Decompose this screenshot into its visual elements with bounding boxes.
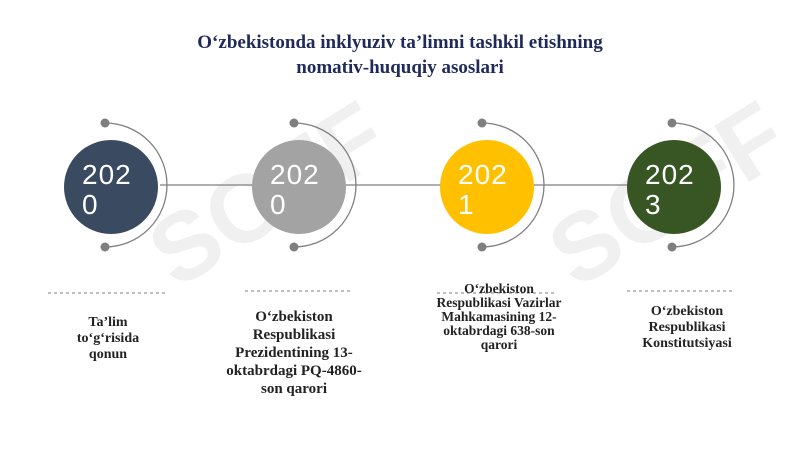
year-label-1: 2020 — [82, 159, 132, 220]
arc-2 — [293, 122, 357, 248]
arc-dot-1b — [100, 242, 110, 252]
milestone-text-4: O‘zbekiston Respublikasi Konstitutsiyasi — [642, 304, 732, 351]
milestone-text-3: O‘zbekiston Respublikasi Vazirlar Mahkam… — [436, 281, 562, 352]
year-circle-3: 2021 — [440, 140, 534, 234]
year-label-3: 2021 — [458, 159, 508, 220]
arc-4 — [671, 122, 735, 248]
page-title-line1: O‘zbekistonda inklyuziv ta’limni tashkil… — [197, 32, 603, 53]
arc-dot-4b — [667, 242, 677, 252]
arc-dot-2a — [289, 118, 299, 128]
year-label-2: 2020 — [270, 159, 320, 220]
arc-dot-4a — [667, 118, 677, 128]
arc-dot-2b — [289, 242, 299, 252]
arc-1 — [104, 122, 168, 248]
milestone-text-1: Ta’lim to‘g‘risida qonun — [76, 315, 140, 362]
arc-dot-3a — [477, 118, 487, 128]
year-circle-1: 2020 — [64, 140, 158, 234]
year-circle-2: 2020 — [252, 140, 346, 234]
arc-3 — [481, 122, 545, 248]
year-label-4: 2023 — [645, 159, 695, 220]
page-title-line2: nomativ-huquqiy asoslari — [296, 57, 504, 78]
arc-dot-3b — [477, 242, 487, 252]
year-circle-4: 2023 — [627, 140, 721, 234]
milestone-text-2: O‘zbekiston Respublikasi Prezidentining … — [226, 309, 362, 397]
arc-dot-1a — [100, 118, 110, 128]
